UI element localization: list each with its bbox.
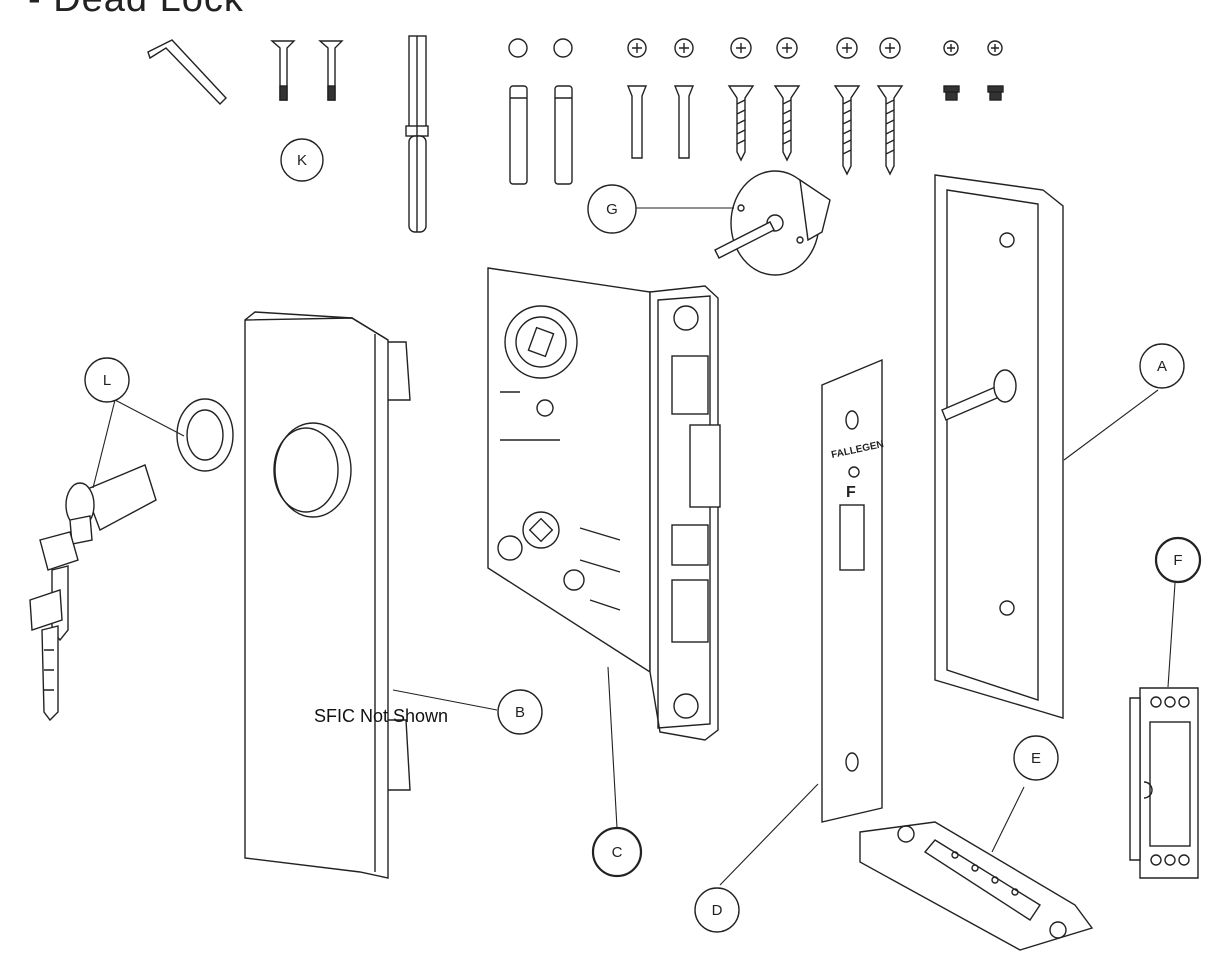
set-screws: [943, 40, 1004, 101]
sfic-note: SFIC Not Shown: [314, 706, 449, 726]
callout-d: D: [694, 887, 740, 933]
spindle: [405, 35, 429, 233]
outside-escutcheon: [244, 311, 411, 879]
wood-screws: [727, 37, 904, 176]
faceplate: [821, 358, 883, 823]
svg-text:D: D: [712, 902, 723, 919]
faceplate-f-text: F: [846, 484, 856, 501]
strike-plate: [859, 821, 1094, 951]
svg-text:G: G: [606, 201, 618, 218]
callout-l: L: [84, 357, 130, 403]
machine-screw-pair: [270, 40, 344, 101]
thumbturn: [714, 170, 831, 276]
leader-lines: [92, 207, 1176, 886]
callout-c: C: [591, 826, 643, 878]
inside-trim-plate: [934, 174, 1064, 719]
callout-e: E: [1013, 735, 1059, 781]
phillips-screws: [626, 38, 695, 159]
mortise-lock-body: [487, 267, 721, 741]
svg-text:C: C: [612, 844, 623, 861]
callout-f: F: [1154, 536, 1202, 584]
svg-text:E: E: [1031, 750, 1041, 767]
callout-k: K: [280, 138, 324, 182]
hex-key: [147, 39, 227, 105]
svg-text:K: K: [297, 152, 307, 169]
svg-text:L: L: [103, 372, 111, 389]
diagram-title: - Dead Lock: [28, 0, 244, 21]
callout-g: G: [587, 184, 637, 234]
sex-bolts: [508, 38, 573, 185]
svg-text:B: B: [515, 704, 525, 721]
callout-a: A: [1139, 343, 1185, 389]
mortise-cylinder: [29, 398, 234, 722]
strike-box: [1129, 687, 1199, 879]
svg-text:F: F: [1173, 552, 1182, 569]
callout-b: B: [497, 689, 543, 735]
svg-text:A: A: [1157, 358, 1167, 375]
